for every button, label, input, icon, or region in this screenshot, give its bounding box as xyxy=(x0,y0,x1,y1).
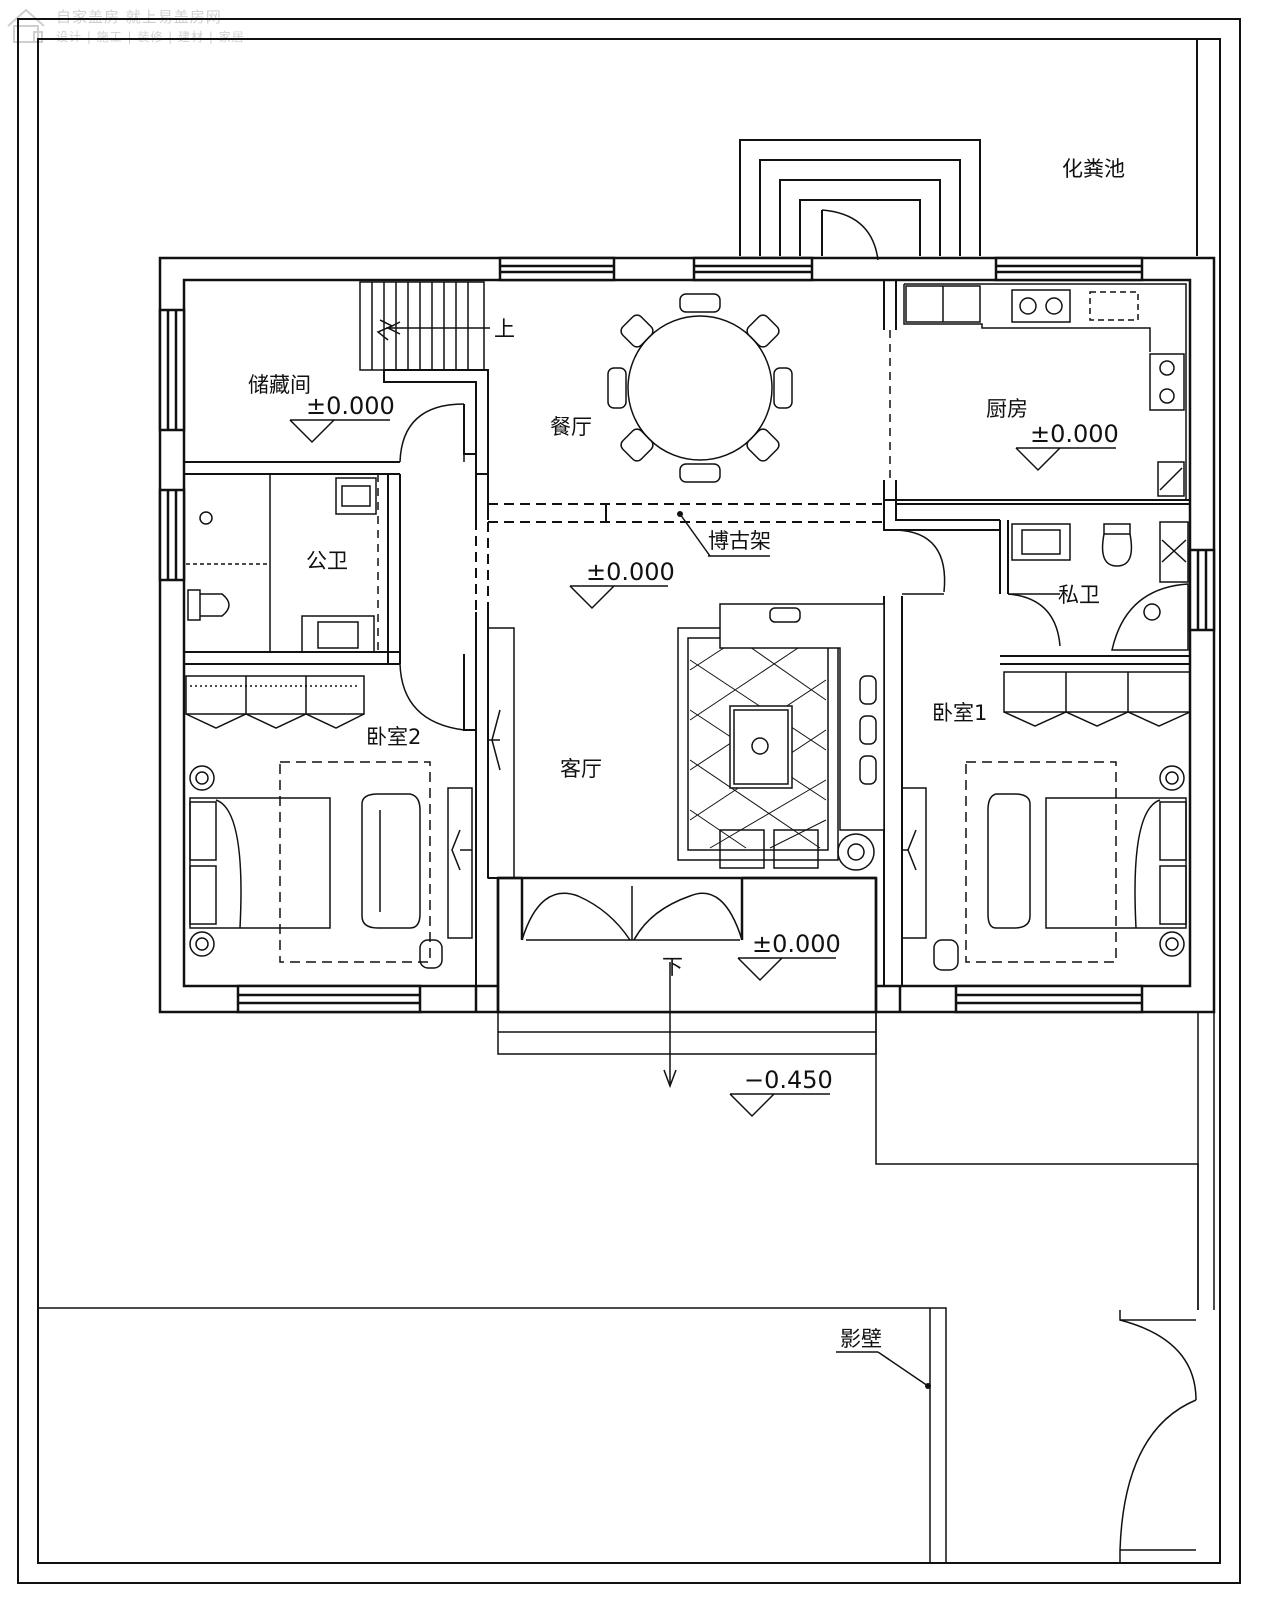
room-label-storage: 储藏间 xyxy=(248,373,311,397)
stair-up-label: 上 xyxy=(494,317,515,341)
elevation-markers xyxy=(289,419,1116,1118)
screen-wall-and-gate xyxy=(37,1307,1197,1564)
screen-wall-label: 影壁 xyxy=(840,1327,882,1351)
porch-steps xyxy=(497,1011,1215,1310)
stair-down-label: 下 xyxy=(662,955,683,979)
room-label-dining: 餐厅 xyxy=(550,415,592,439)
bedroom1-furniture xyxy=(933,671,1191,971)
curio-shelf-label: 博古架 xyxy=(708,529,771,553)
room-label-public-bath: 公卫 xyxy=(306,549,348,573)
room-label-kitchen: 厨房 xyxy=(986,397,1028,421)
doors xyxy=(399,403,1061,941)
watermark-line2: 设计 | 施工 | 装修 | 建材 | 家居 xyxy=(56,30,245,44)
kitchen-fixtures xyxy=(889,283,1187,500)
living-room-set xyxy=(677,603,885,871)
room-label-bedroom1: 卧室1 xyxy=(932,701,987,725)
screen-wall-leader-dot xyxy=(925,1383,931,1389)
leader-lines xyxy=(663,513,929,1387)
bedroom2-furniture xyxy=(185,675,443,969)
private-bath-fixtures xyxy=(1011,521,1189,651)
staircase xyxy=(359,281,490,371)
elevation-storage: ±0.000 xyxy=(306,392,395,420)
septic-tank-label: 化粪池 xyxy=(1062,157,1125,181)
dining-table xyxy=(607,293,793,483)
room-label-living: 客厅 xyxy=(560,757,602,781)
elevation-porch: ±0.000 xyxy=(752,930,841,958)
elevation-kitchen: ±0.000 xyxy=(1030,420,1119,448)
watermark-line1: 自家盖房 就上易盖房网 xyxy=(56,8,222,26)
elevation-yard: −0.450 xyxy=(744,1066,833,1094)
elevation-hall: ±0.000 xyxy=(586,558,675,586)
public-bath-fixtures xyxy=(186,474,379,653)
curio-leader-dot xyxy=(677,511,683,517)
north-vestibule xyxy=(739,139,981,261)
room-label-bedroom2: 卧室2 xyxy=(366,725,421,749)
room-label-private-bath: 私卫 xyxy=(1058,583,1100,607)
site-boundary xyxy=(17,18,1241,1584)
